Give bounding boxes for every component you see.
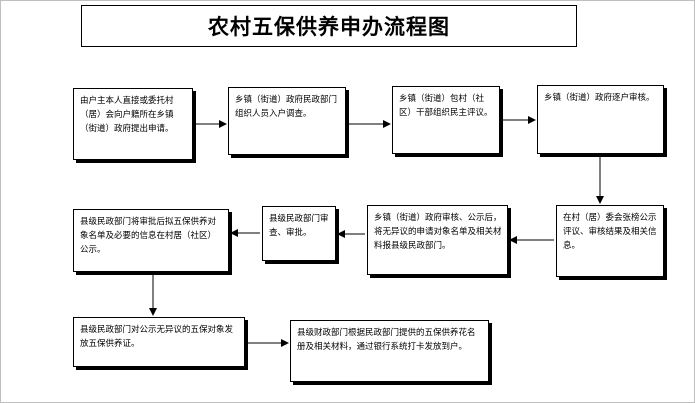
flowchart-title: 农村五保供养申办流程图 [81,5,577,47]
step-report-county: 乡镇（街道）政府审核、公示后，将无异议的申请对象名单及相关材料报县级民政部门。 [367,205,508,275]
step-home-survey: 乡镇（街道）政府民政部门组织人员入户调查。 [228,87,346,155]
step-village-publicity: 在村（居）委会张榜公示评议、审核结果及相关信息。 [556,205,664,277]
step-township-audit: 乡镇（街道）政府逐户审核。 [537,85,664,154]
step-county-approval: 县级民政部门审查、审批。 [262,206,336,261]
step-county-publicity: 县级民政部门将审批后拟五保供养对象名单及必要的信息在村居（社区）公示。 [73,209,229,272]
step-apply: 由户主本人直接或委托村（居）会向户籍所在乡镇（街道）政府提出申请。 [73,88,193,160]
step-democratic-review: 乡镇（街道）包村（社区）干部组织民主评议。 [392,86,500,154]
step-issue-certificate: 县级民政部门对公示无异议的五保对象发放五保供养证。 [73,317,245,367]
step-bank-payment: 县级财政部门根据民政部门提供的五保供养花名册及相关材料，通过银行系统打卡发放到户… [290,320,489,382]
